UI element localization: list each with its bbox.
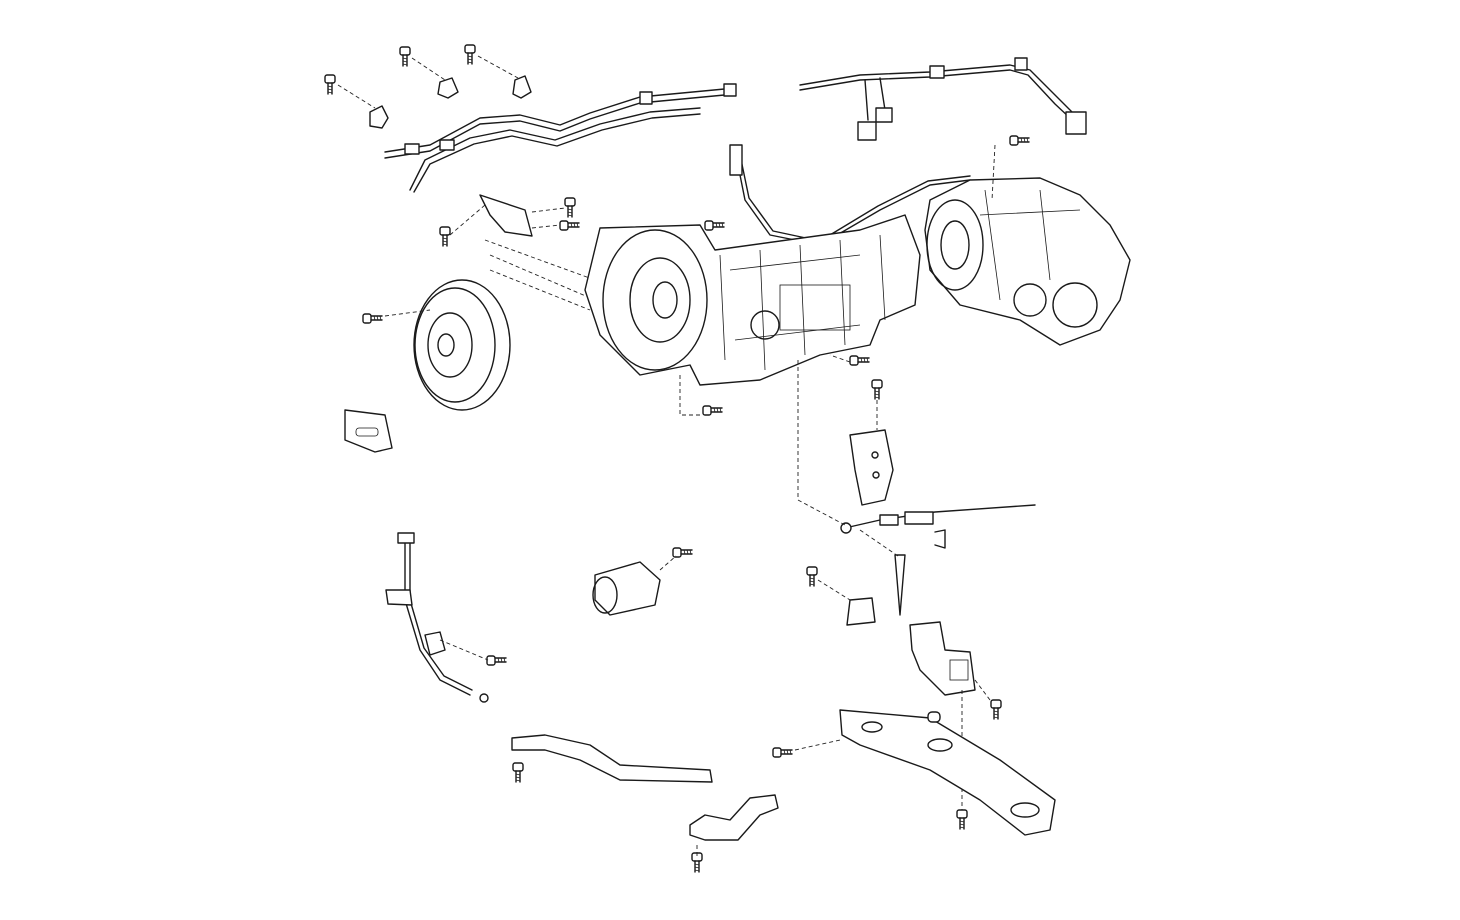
cover-plate bbox=[344, 409, 393, 453]
crossmember bbox=[772, 709, 1056, 836]
transmission-assembly bbox=[584, 214, 921, 386]
small-bracket bbox=[806, 566, 876, 626]
transfer-bolt bbox=[991, 135, 1030, 201]
cable-clip bbox=[859, 529, 906, 616]
wire-harness bbox=[799, 57, 1087, 141]
cable-bracket bbox=[849, 379, 894, 506]
torque-converter bbox=[362, 279, 511, 411]
upper-bracket bbox=[439, 194, 596, 311]
pipe-clamps bbox=[369, 75, 532, 129]
oil-filler-tube bbox=[385, 532, 507, 703]
lower-support-brackets bbox=[511, 734, 779, 873]
transmission-bolts bbox=[679, 220, 870, 416]
actuator-motor bbox=[592, 547, 693, 616]
transmission-control-cable bbox=[797, 360, 1036, 549]
clamp-bolts bbox=[324, 44, 519, 109]
oil-cooler-pipes bbox=[384, 83, 737, 193]
transfer-case bbox=[924, 177, 1131, 346]
